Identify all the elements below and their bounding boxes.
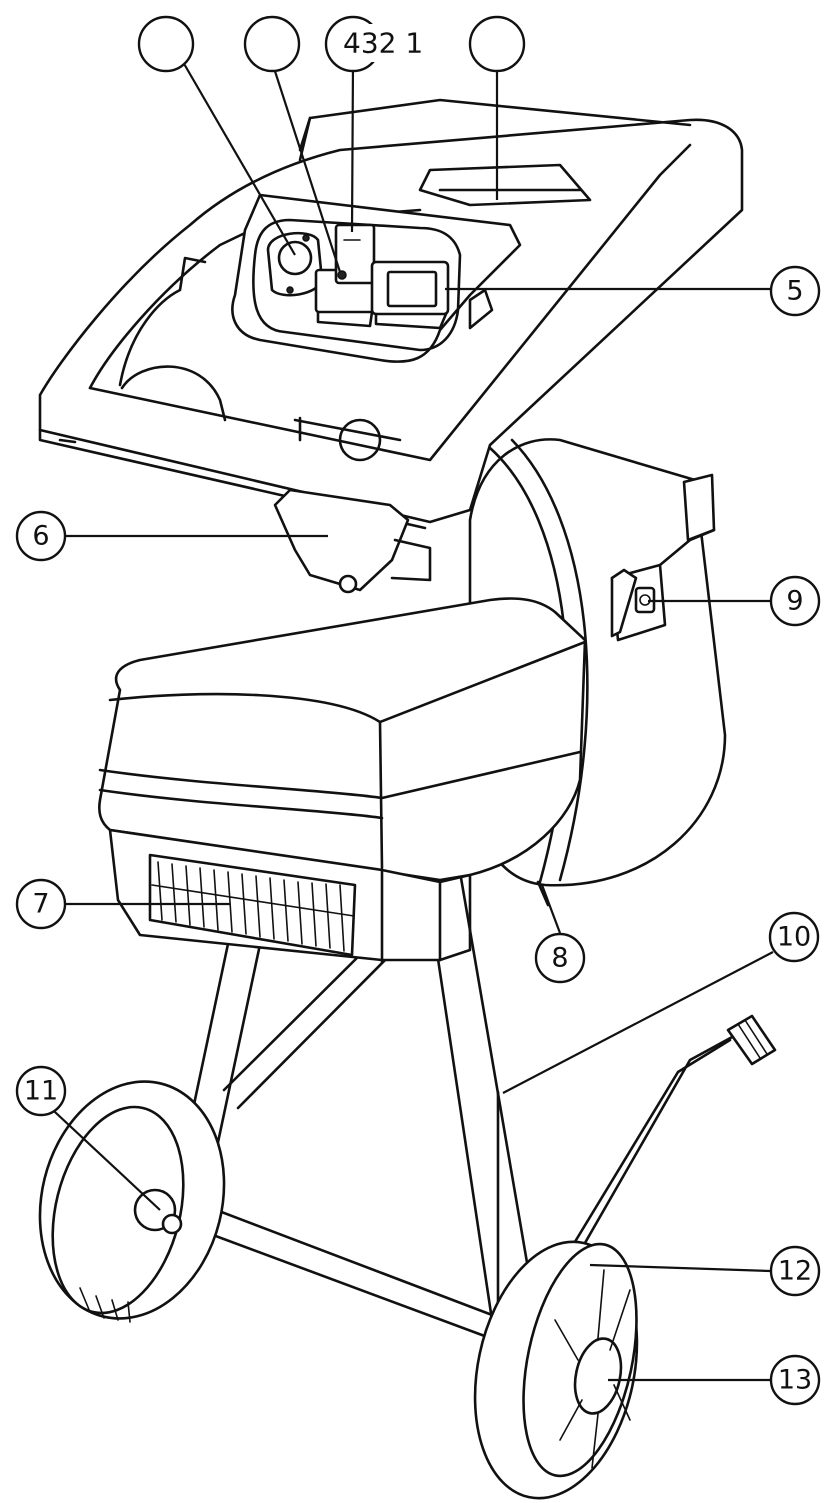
leader-lines: [40, 61, 774, 1382]
svg-text:5: 5: [786, 276, 803, 307]
callout-11: 11: [15, 1065, 67, 1117]
callout-5: 5: [769, 265, 821, 317]
air-vents: [148, 853, 357, 957]
right-wheel: [473, 1240, 639, 1500]
svg-text:8: 8: [551, 943, 568, 974]
callout-7: 7: [15, 878, 67, 930]
svg-text:10: 10: [777, 922, 811, 953]
callouts: 432 1 5 6 7 8 9 10 11: [15, 15, 821, 1406]
on-off-switch: [370, 260, 450, 330]
callout-8: 8: [534, 932, 586, 984]
callout-blank-c: [468, 15, 526, 73]
callout-13: 13: [769, 1354, 821, 1406]
svg-text:9: 9: [786, 586, 803, 617]
side-latch: [610, 473, 716, 642]
svg-text:12: 12: [778, 1256, 812, 1287]
callout-10: 10: [768, 911, 820, 963]
callout-top-label: 432 1: [324, 15, 432, 73]
svg-text:6: 6: [32, 521, 49, 552]
handle-grip: [726, 1014, 777, 1066]
svg-text:13: 13: [778, 1365, 812, 1396]
stand-frame: [176, 870, 777, 1340]
control-panel: [266, 223, 494, 330]
svg-text:7: 7: [32, 889, 49, 920]
callout-9: 9: [769, 575, 821, 627]
callout-blank-b: [243, 15, 301, 73]
overload-reset-button: [266, 231, 324, 297]
callout-6: 6: [15, 510, 67, 562]
svg-text:11: 11: [24, 1076, 58, 1107]
callout-blank-a: [137, 15, 195, 73]
callout-12: 12: [769, 1245, 821, 1297]
svg-text:432 1: 432 1: [343, 27, 423, 60]
